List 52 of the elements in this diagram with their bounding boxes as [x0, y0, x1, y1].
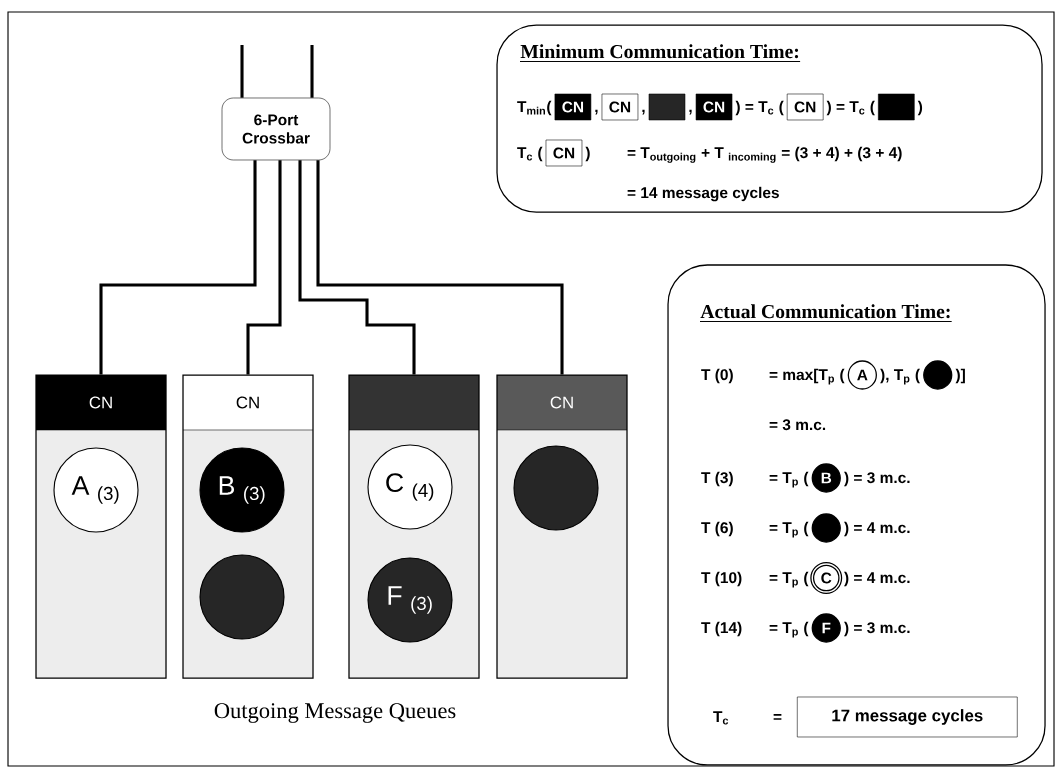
equation-text: = T$_{outgoing}$ + T $_{incoming}$ = (3 + 4) + (3 + 4) — [627, 146, 902, 163]
equation-text: ) = 3 m.c. — [844, 621, 910, 637]
equation-text: T$_{c}$ ( — [517, 146, 543, 162]
equation-text: T (10) — [701, 571, 742, 587]
equation-text: ) = 4 m.c. — [844, 521, 910, 537]
message-circle — [513, 445, 599, 531]
crossbar-box: 6-Port Crossbar — [221, 97, 331, 161]
connector-line — [310, 45, 314, 98]
equation-text: , — [595, 109, 598, 115]
equation-text: ), T$_{p}$ ( — [880, 368, 920, 385]
equation-text: ) = 4 m.c. — [844, 571, 910, 587]
message-circle — [199, 554, 285, 640]
equation-text: ) — [585, 146, 590, 162]
caption-text: Outgoing Message Queues — [214, 703, 456, 723]
equation-text: = T$_{p}$ ( — [769, 571, 809, 588]
equation-text: T (14) — [701, 621, 742, 637]
connector-line — [298, 160, 416, 375]
equation-text: ) = T$_{c}$ ( — [826, 100, 875, 116]
equation-text: , — [642, 109, 645, 115]
equation-text: = — [773, 713, 782, 720]
node-chip: CN — [601, 93, 639, 121]
message-circle — [923, 360, 953, 390]
equation-text: = 14 message cycles — [627, 186, 779, 202]
message-circle — [811, 513, 841, 543]
equation-text: = 3 m.c. — [769, 419, 826, 431]
node-chip — [878, 93, 915, 121]
panel-heading: Minimum Communication Time: — [519, 44, 801, 62]
connector-line — [316, 160, 564, 375]
equation-text: , — [689, 109, 692, 115]
node-chip — [648, 93, 686, 121]
equation-text: T (0) — [701, 368, 733, 384]
equation-text: = max[T$_{p}$ ( — [769, 368, 845, 385]
equation-text: T$_{c}$ — [713, 711, 729, 725]
equation-text: = T$_{p}$ ( — [769, 521, 809, 538]
equation-text: = T$_{p}$ ( — [769, 471, 809, 488]
node-chip: CN — [554, 93, 592, 121]
node-chip: CN — [695, 93, 733, 121]
result-box: 17 message cycles — [797, 696, 1018, 738]
equation-text: T$_{min}$( — [517, 100, 552, 116]
connector-line — [246, 160, 282, 375]
panel-heading: Actual Communication Time: — [699, 304, 953, 322]
connector-line — [99, 160, 257, 375]
node-chip: CN — [786, 93, 824, 121]
equation-text: ) = 3 m.c. — [844, 471, 910, 487]
equation-text: = T$_{p}$ ( — [769, 621, 809, 638]
equation-text: ) — [917, 100, 923, 116]
equation-text: T (6) — [701, 521, 733, 537]
connector-line — [240, 45, 244, 98]
equation-text: ) = T$_{c}$ ( — [735, 100, 784, 116]
node-chip: CN — [545, 139, 583, 167]
equation-text: T (3) — [701, 471, 733, 487]
equation-text: )] — [955, 368, 965, 384]
